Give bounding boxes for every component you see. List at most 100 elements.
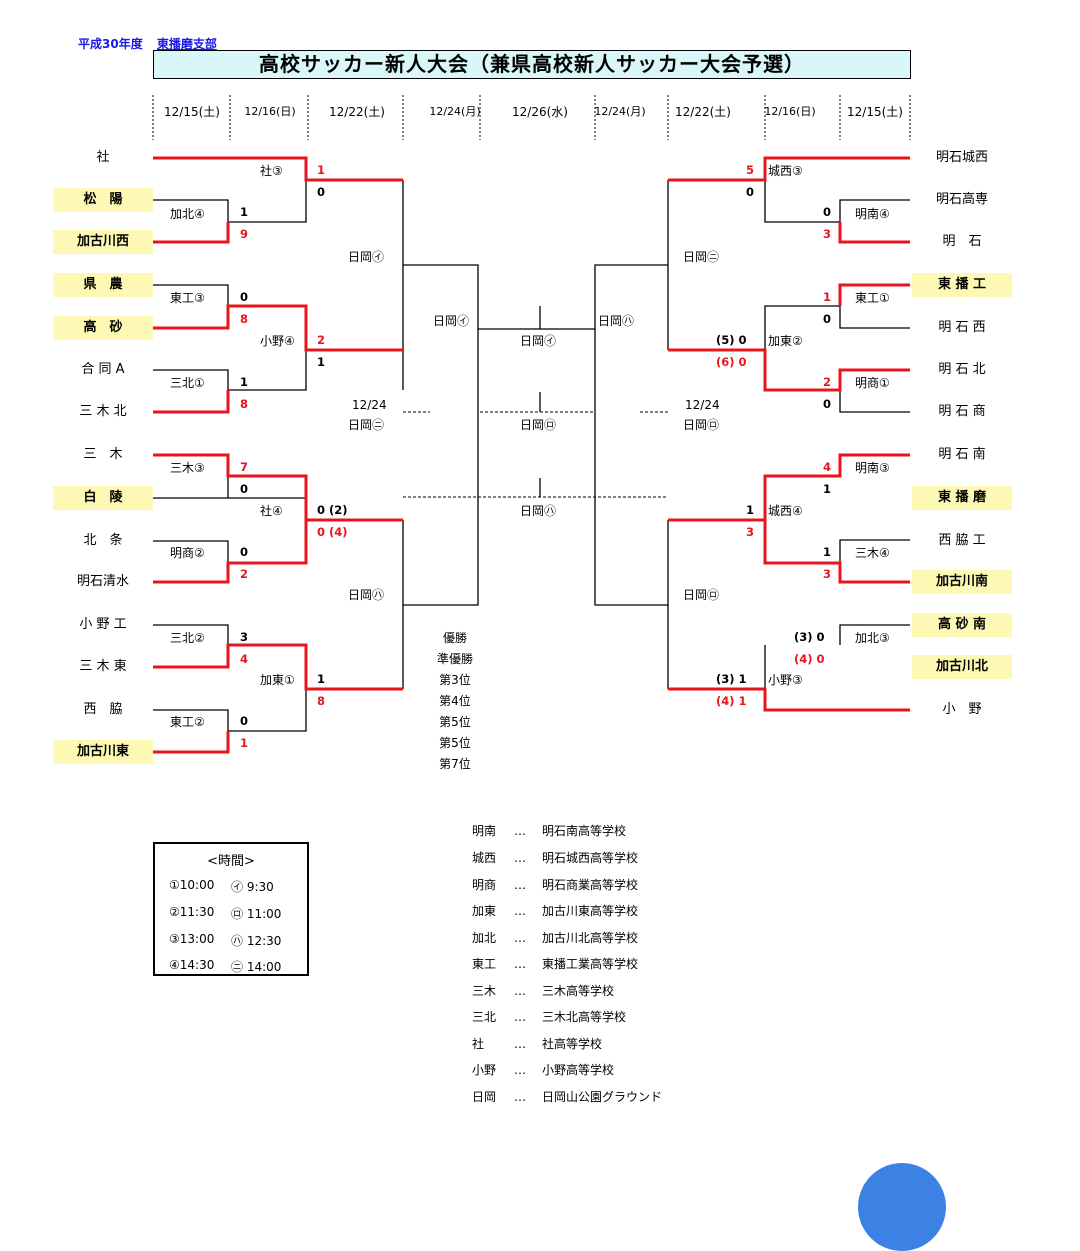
time-table-title: <時間>	[207, 854, 255, 869]
match-label: 社③	[260, 164, 283, 178]
score: 0	[240, 545, 249, 559]
legend-item: 小野…小野高等学校	[472, 1063, 615, 1077]
left-team-6: 合 同 A	[81, 362, 125, 377]
legend-item: 加東…加古川東高等学校	[472, 904, 639, 918]
match-label: 三北①	[170, 376, 205, 390]
left-team-2: 松 陽	[53, 188, 153, 212]
left-team-5: 高 砂	[53, 316, 153, 340]
score: 3	[746, 525, 755, 539]
match-label: 加北④	[170, 207, 205, 221]
match-label: 社④	[260, 504, 283, 518]
match-label: 日岡㋑	[433, 314, 470, 328]
right-team-4: 東 播 工	[912, 273, 1012, 297]
rank-5: 第5位	[439, 715, 471, 729]
left-team-10: 北 条	[83, 533, 123, 548]
match-label: 加東①	[260, 673, 295, 687]
header-org: 平成30年度 東播磨支部	[78, 35, 227, 52]
score: 2	[317, 333, 326, 347]
left-team-4: 県 農	[53, 273, 153, 297]
right-team-10: 西 脇 工	[938, 533, 986, 548]
left-team-11: 明石清水	[76, 574, 129, 589]
match-label: 三北②	[170, 631, 205, 645]
score: 1	[823, 290, 832, 304]
left-team-3: 加古川西	[53, 230, 153, 254]
legend-item: 明南…明石南高等学校	[472, 824, 627, 838]
match-label: 東工③	[170, 291, 205, 305]
match-label: 日岡㋩	[598, 314, 635, 328]
score: 0	[317, 185, 326, 199]
match-label: 東工②	[170, 715, 205, 729]
time-slot: ④14:30	[169, 958, 215, 972]
left-team-8: 三 木	[83, 447, 123, 462]
score: 0	[240, 714, 249, 728]
date-col-1: 12/15(土)	[164, 105, 220, 119]
match-label: 三木③	[170, 461, 205, 475]
left-team-12: 小 野 工	[79, 617, 127, 632]
date-col-6: 12/24(月)	[594, 105, 646, 118]
legend-item: 東工…東播工業高等学校	[472, 957, 639, 971]
score: (4) 0	[794, 652, 825, 666]
match-label: 12/24	[685, 398, 720, 412]
match-label: 城西④	[768, 504, 803, 518]
match-label: 明商②	[170, 546, 205, 560]
match-label: 日岡㋺	[683, 588, 720, 602]
score: 1	[240, 375, 249, 389]
right-team-12: 高 砂 南	[912, 613, 1012, 637]
match-label: 三木④	[855, 546, 890, 560]
legend-item: 日岡…日岡山公園グラウンド	[472, 1090, 663, 1104]
score: 9	[240, 227, 249, 241]
time-slot: ㋥ 14:00	[231, 960, 282, 974]
score: 0	[746, 185, 755, 199]
rank-3: 第3位	[439, 673, 471, 687]
score: 8	[240, 397, 249, 411]
score: 3	[240, 630, 249, 644]
match-label: 日岡㋥	[348, 418, 385, 432]
right-team-3: 明 石	[942, 234, 982, 249]
score: 2	[240, 567, 249, 581]
match-label: 日岡㋑	[348, 250, 385, 264]
score: 5	[746, 163, 755, 177]
time-slot: ②11:30	[169, 905, 215, 919]
right-team-14: 小 野	[942, 702, 982, 717]
score: 1	[240, 736, 249, 750]
time-slot: ③13:00	[169, 932, 215, 946]
match-label: 東工①	[855, 291, 890, 305]
score: (3) 1	[716, 672, 747, 686]
score: 3	[823, 227, 832, 241]
match-label: 小野④	[260, 334, 295, 348]
score: 0 (4)	[317, 525, 348, 539]
right-team-1: 明石城西	[935, 150, 988, 165]
match-label: 12/24	[352, 398, 387, 412]
score: 0	[823, 397, 832, 411]
time-slot: ①10:00	[169, 878, 215, 892]
score: 3	[823, 567, 832, 581]
bracket-lines	[152, 95, 911, 754]
score: 1	[317, 163, 326, 177]
score: 8	[317, 694, 326, 708]
floating-action-button[interactable]	[858, 1163, 946, 1251]
score: 1	[823, 545, 832, 559]
left-team-15: 加古川東	[53, 740, 153, 764]
header-branch: 東播磨支部	[156, 37, 217, 51]
score: 1	[823, 482, 832, 496]
match-label: 日岡㋺	[683, 418, 720, 432]
score: 7	[240, 460, 249, 474]
right-team-11: 加古川南	[912, 570, 1012, 594]
score: 0	[823, 312, 832, 326]
score: 1	[746, 503, 755, 517]
match-label: 明南④	[855, 207, 890, 221]
rank-7: 第7位	[439, 757, 471, 771]
left-team-9: 白 陵	[53, 486, 153, 510]
match-label: 日岡㋺	[520, 418, 557, 432]
right-team-6: 明 石 北	[938, 362, 986, 377]
score: (6) 0	[716, 355, 747, 369]
score: 1	[240, 205, 249, 219]
score: 2	[823, 375, 832, 389]
date-col-4: 12/24(月)	[429, 105, 481, 118]
legend-item: 社…社高等学校	[472, 1037, 603, 1051]
legend-item: 三北…三木北高等学校	[472, 1010, 627, 1024]
match-label: 加北③	[855, 631, 890, 645]
date-col-3: 12/22(土)	[329, 105, 385, 119]
